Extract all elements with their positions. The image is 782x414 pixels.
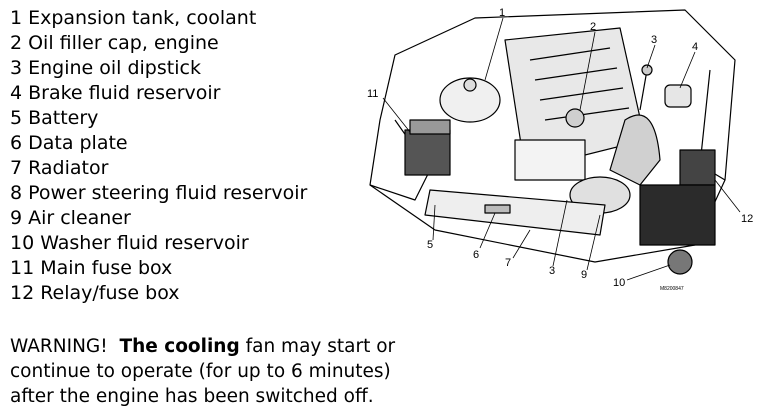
warning-line3: after the engine has been switched off. <box>10 386 374 407</box>
main-fuse-box <box>404 129 451 176</box>
dipstick <box>639 69 648 111</box>
oil-filler-cap <box>565 108 585 128</box>
callout-2: 2 <box>590 21 596 33</box>
legend-label: Data plate <box>28 132 128 154</box>
legend-number: 8 <box>10 182 23 204</box>
legend-number: 12 <box>10 282 35 304</box>
legend-label: Radiator <box>28 157 109 179</box>
legend-number: 6 <box>10 132 23 154</box>
callout-3: 3 <box>651 34 657 46</box>
callout-5: 5 <box>427 239 433 251</box>
brake-fluid-reservoir <box>664 84 692 108</box>
legend-label: Oil filler cap, engine <box>28 32 219 54</box>
air-cleaner <box>609 114 661 186</box>
diagram-code: M8200847 <box>660 286 684 292</box>
legend-number: 9 <box>10 207 23 229</box>
callout-9: 9 <box>581 269 587 281</box>
callout-1: 1 <box>499 7 505 19</box>
data-plate <box>484 204 511 214</box>
warning-bold-text: The cooling <box>119 336 240 357</box>
cooling-fan-warning: WARNING! The cooling fan may start or co… <box>10 334 450 409</box>
callout-3b: 3 <box>549 265 555 277</box>
legend-number: 1 <box>10 7 23 29</box>
legend-number: 10 <box>10 232 35 254</box>
callout-7: 7 <box>505 257 511 269</box>
legend-label: Air cleaner <box>28 207 131 229</box>
legend-number: 2 <box>10 32 23 54</box>
washer-fluid-reservoir <box>667 249 693 275</box>
callout-12: 12 <box>741 213 753 225</box>
legend-number: 4 <box>10 82 23 104</box>
legend-label: Engine oil dipstick <box>28 57 201 79</box>
legend-number: 7 <box>10 157 23 179</box>
engine-bay-diagram: 1 2 3 4 11 12 5 6 7 3 9 10 M8200847 <box>367 7 753 292</box>
relay-fuse-box <box>679 149 716 186</box>
legend-number: 5 <box>10 107 23 129</box>
leader-lines <box>382 17 741 281</box>
callout-6: 6 <box>473 249 479 261</box>
expansion-tank <box>439 77 501 123</box>
legend-label: Expansion tank, coolant <box>28 7 257 29</box>
warning-prefix: WARNING! <box>10 336 108 357</box>
warning-line1-rest: fan may start or <box>239 336 396 357</box>
warning-line2: continue to operate (for up to 6 minutes… <box>10 361 391 382</box>
legend-number: 11 <box>10 257 35 279</box>
legend-label: Relay/fuse box <box>40 282 180 304</box>
radiator <box>424 189 606 236</box>
callout-10: 10 <box>613 277 625 289</box>
legend-label: Battery <box>28 107 99 129</box>
legend-label: Main fuse box <box>40 257 173 279</box>
callout-4: 4 <box>692 41 698 53</box>
legend-label: Brake fluid reservoir <box>28 82 221 104</box>
legend-number: 3 <box>10 57 23 79</box>
battery <box>639 184 716 246</box>
legend-label: Power steering fluid reservoir <box>28 182 308 204</box>
legend-label: Washer fluid reservoir <box>40 232 249 254</box>
callout-11: 11 <box>367 88 378 100</box>
